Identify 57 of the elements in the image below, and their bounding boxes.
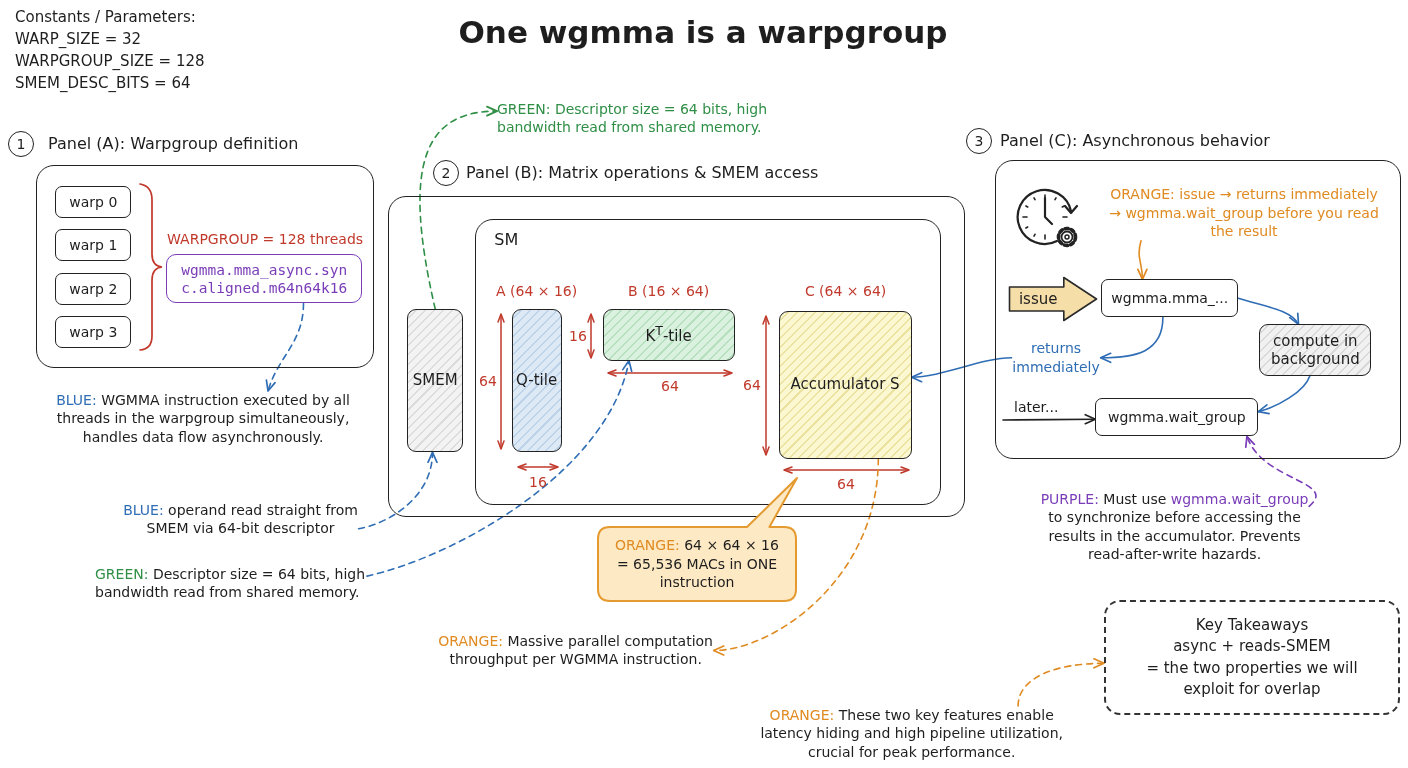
arrow bbox=[1099, 316, 1164, 363]
parameter-line: SMEM_DESC_BITS = 64 bbox=[15, 74, 191, 93]
accumulator-tile: Accumulator S bbox=[778, 310, 912, 459]
arrow bbox=[1002, 413, 1097, 425]
dimension-label: 16 bbox=[529, 474, 547, 492]
matrix-label: A (64 × 16) bbox=[496, 282, 578, 301]
annotation-text: ORANGE: These two key features enable latency hiding and high pipeline utilization, crucial for peak performance. bbox=[759, 706, 1064, 762]
takeaway-box: Key Takeaways async + reads-SMEM = the two properties we will exploit for overlap bbox=[1104, 600, 1400, 715]
instruction-box: wgmma.mma_async.sync.aligned.m64n64k16 bbox=[166, 254, 363, 304]
parameters-heading: Constants / Parameters: bbox=[15, 8, 196, 27]
block-arrow: issue bbox=[1008, 276, 1099, 323]
arrow bbox=[910, 357, 1013, 383]
dimension-label: 64 bbox=[743, 377, 761, 395]
diagram-title: One wgmma is a warpgroup bbox=[458, 14, 948, 50]
memory-block: SMEM bbox=[407, 309, 464, 453]
dashed-arrow bbox=[357, 451, 438, 530]
annotation-text: returns immediately bbox=[1011, 339, 1101, 377]
arrow bbox=[1237, 297, 1300, 326]
matrix-label: C (64 × 64) bbox=[804, 282, 887, 301]
matrix-label: B (16 × 64) bbox=[627, 282, 710, 301]
annotation-text: PURPLE: Must use wgmma.wait_group to synchronize before accessing the results in the accumulator. Prevents read-after-write hazards. bbox=[1040, 490, 1310, 564]
warp-box: warp 1 bbox=[55, 229, 132, 262]
instruction-box: wgmma.wait_group bbox=[1095, 398, 1259, 437]
annotation-text: GREEN: Descriptor size = 64 bits, high bandwidth read from shared memory. bbox=[95, 565, 367, 602]
speech-bubble: ORANGE: 64 × 64 × 16 = 65,536 MACs in ONE instruction bbox=[596, 476, 800, 604]
parameter-line: WARP_SIZE = 32 bbox=[15, 30, 142, 49]
dashed-arrow bbox=[712, 457, 880, 655]
brace-label: WARPGROUP = 128 threads bbox=[167, 231, 364, 249]
dashed-arrow bbox=[1017, 658, 1105, 707]
annotation-text: GREEN: Descriptor size = 64 bits, high bandwidth read from shared memory. bbox=[497, 100, 769, 137]
dimension-label: 16 bbox=[569, 328, 587, 346]
frame-title: SM bbox=[494, 230, 519, 251]
annotation-text: ORANGE: issue → returns immediately → wgmma.wait_group before you read the result bbox=[1108, 185, 1380, 241]
dashed-arrow bbox=[419, 106, 498, 311]
process-box: compute in background bbox=[1259, 324, 1372, 377]
warp-box: warp 3 bbox=[55, 316, 132, 349]
parameter-line: WARPGROUP_SIZE = 128 bbox=[15, 52, 205, 71]
dashed-arrow bbox=[1246, 435, 1317, 508]
arrow bbox=[1136, 239, 1148, 281]
matrix-tile: K$^{T}$-tile bbox=[602, 308, 735, 361]
dimension-label: 64 bbox=[837, 476, 855, 494]
sm-frame bbox=[475, 219, 942, 506]
dimension-label: 64 bbox=[479, 373, 497, 391]
panel-heading: Panel (B): Matrix operations & SMEM access bbox=[466, 163, 819, 183]
dimension-label: 64 bbox=[661, 378, 679, 396]
panel-heading: Panel (C): Asynchronous behavior bbox=[1000, 131, 1270, 151]
instruction-box: wgmma.mma_... bbox=[1101, 279, 1239, 318]
annotation-text: ORANGE: Massive parallel computation throughput per WGMMA instruction. bbox=[437, 632, 714, 669]
dashed-arrow bbox=[266, 302, 305, 392]
panel-heading: Panel (A): Warpgroup definition bbox=[48, 134, 299, 154]
warp-box: warp 0 bbox=[55, 186, 132, 219]
dashed-arrow bbox=[366, 359, 632, 577]
annotation-text: BLUE: WGMMA instruction executed by all threads in the warpgroup simultaneously, handles data flow asynchronously. bbox=[55, 391, 351, 447]
warp-box: warp 2 bbox=[55, 273, 132, 306]
annotation-text: BLUE: operand read straight from SMEM via 64-bit descriptor bbox=[122, 501, 359, 538]
matrix-tile: Q-tile bbox=[511, 308, 562, 452]
arrow bbox=[1257, 375, 1311, 415]
